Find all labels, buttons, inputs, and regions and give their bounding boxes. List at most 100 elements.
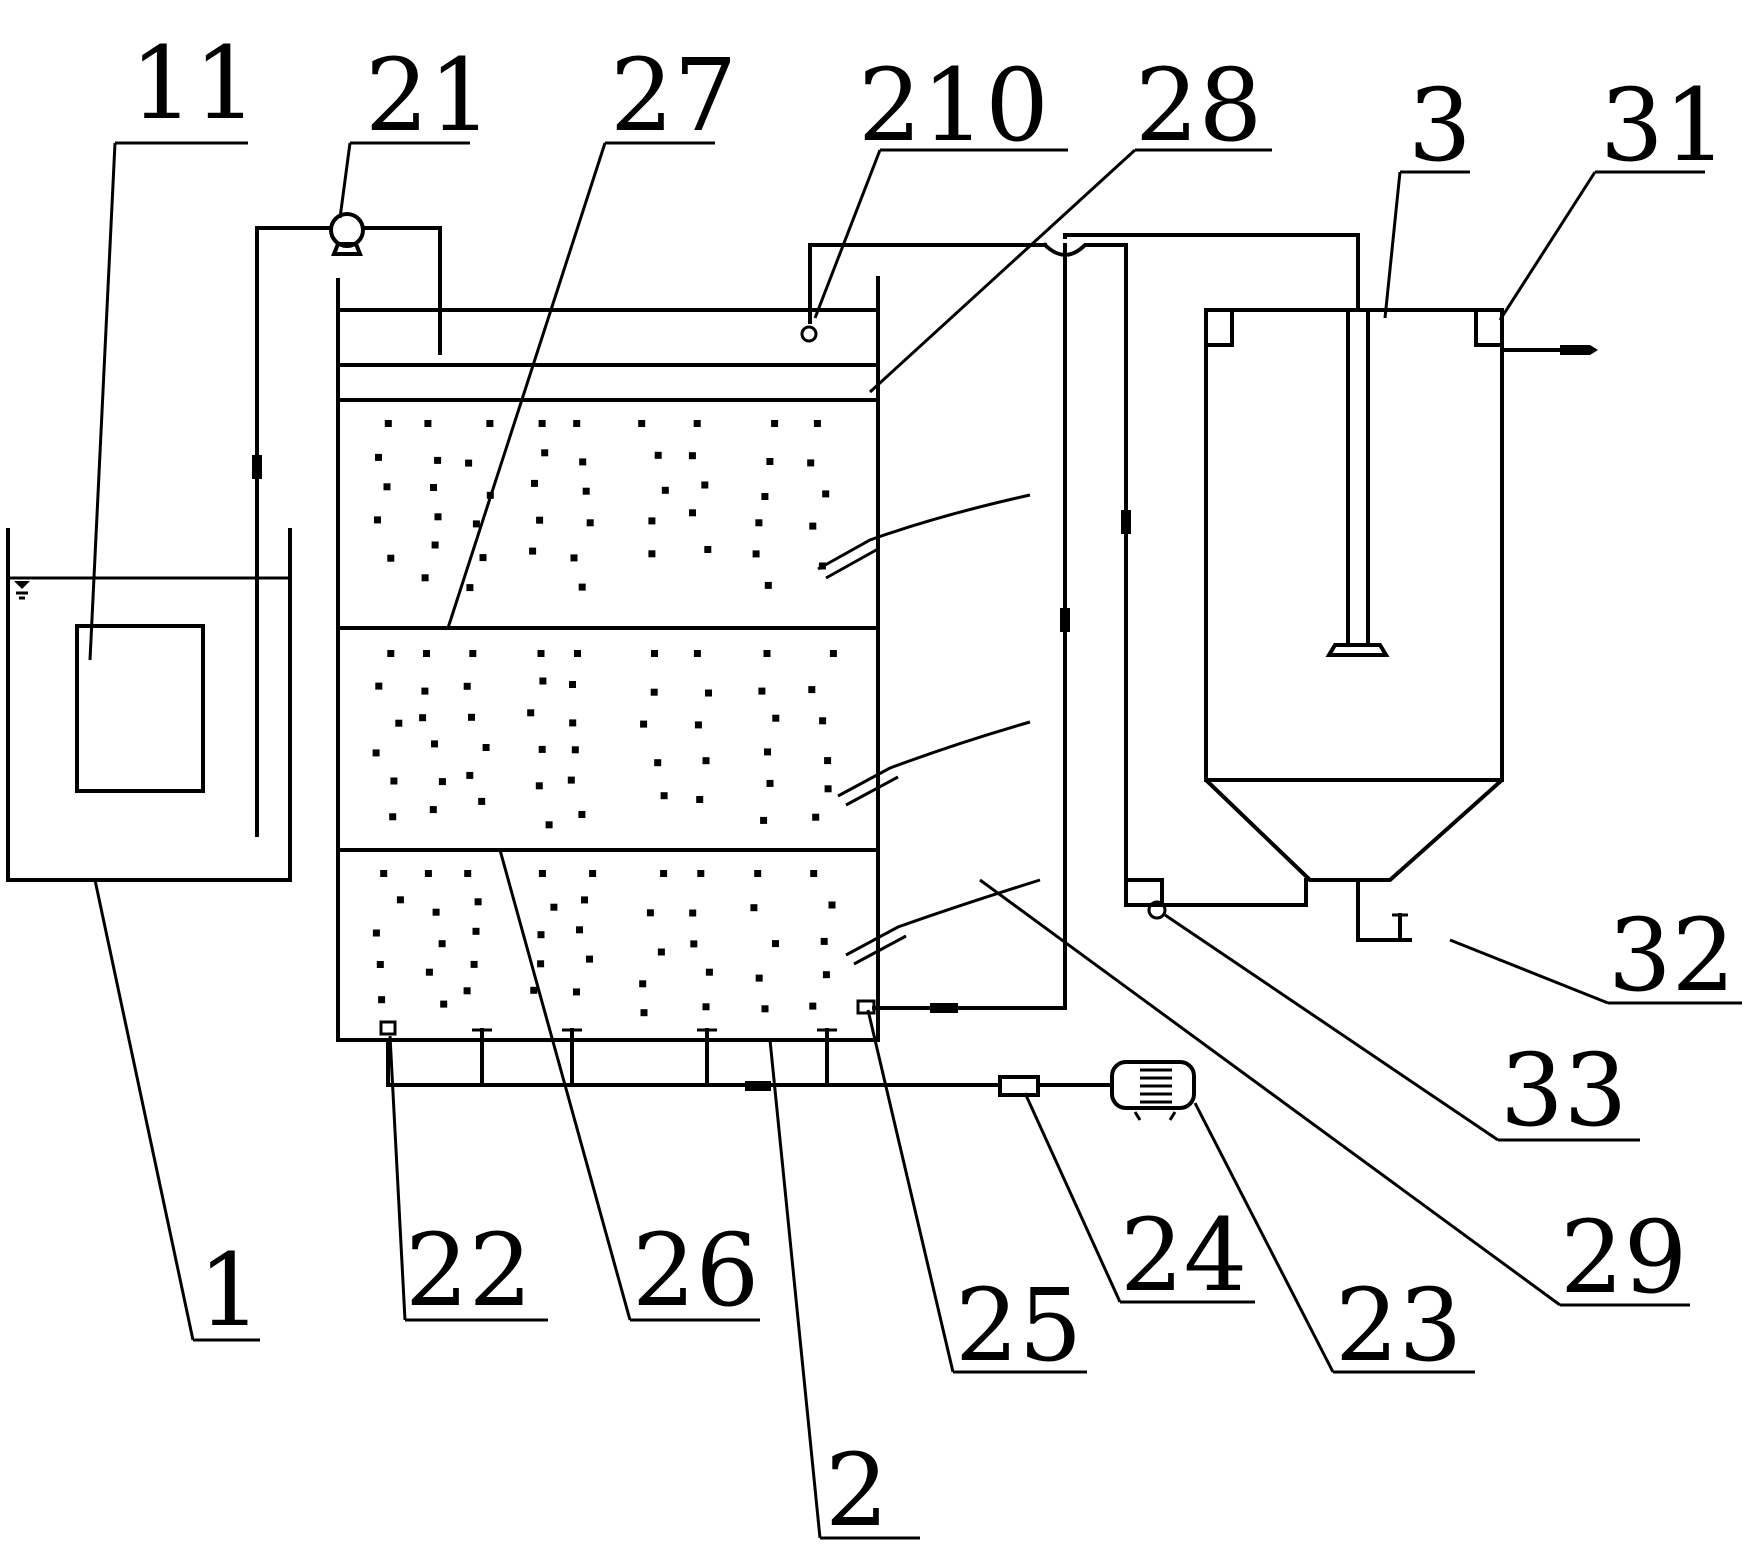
carrier-particle [390, 777, 398, 785]
carrier-particle [372, 749, 380, 757]
carrier-particle [378, 996, 386, 1004]
carrier-particle [530, 986, 538, 994]
carrier-particle [434, 513, 442, 521]
carrier-particle [764, 748, 771, 756]
carrier-particle [760, 816, 768, 824]
carrier-particle [807, 459, 815, 467]
carrier-particle [824, 757, 832, 765]
leader-lines [88, 141, 1742, 1540]
carrier-particle [809, 522, 817, 530]
carrier-particle [478, 797, 486, 805]
carrier-particle [470, 960, 478, 968]
carrier-particle [571, 746, 579, 754]
carrier-particle [763, 650, 771, 657]
carrier-particle [646, 909, 654, 917]
carrier-particle [701, 481, 709, 489]
water-level-icon [14, 581, 30, 600]
carrier-particle [486, 420, 494, 427]
carrier-particle [375, 453, 382, 461]
carrier-particle [657, 948, 665, 956]
carrier-particle [576, 926, 583, 934]
carrier-particle [813, 420, 821, 427]
label-26: 26 [632, 1212, 759, 1329]
carrier-particle [432, 908, 440, 916]
carrier-particle [661, 486, 669, 494]
carrier-particle [771, 420, 779, 427]
carrier-particle [822, 971, 830, 979]
carrier-particle [829, 650, 837, 657]
carrier-particle [537, 650, 545, 657]
carrier-particle [569, 719, 577, 727]
carrier-particle [468, 713, 475, 721]
carrier-particle [537, 960, 545, 968]
carrier-particle [538, 870, 546, 877]
carrier-particle [810, 870, 818, 877]
label-28: 28 [1135, 47, 1262, 164]
carrier-particle [535, 782, 543, 790]
label-29: 29 [1560, 1199, 1687, 1316]
reactor-2 [336, 276, 880, 1042]
carrier-particle [574, 650, 581, 657]
carrier-particle [425, 968, 433, 976]
label-1: 1 [198, 1232, 262, 1349]
carrier-particle [440, 1000, 448, 1008]
label-2: 2 [825, 1432, 889, 1547]
carrier-particle [650, 688, 658, 696]
label-27: 27 [610, 37, 737, 154]
carrier-particle [819, 717, 827, 725]
carrier-particle [466, 771, 474, 779]
carrier-particle [538, 745, 546, 753]
carrier-particle [463, 987, 471, 995]
carrier-particle [639, 980, 647, 988]
carrier-particle [654, 759, 662, 767]
label-23: 23 [1335, 1267, 1462, 1384]
carrier-particle [581, 896, 588, 904]
carrier-particle [573, 420, 581, 427]
carrier-particle [705, 689, 712, 697]
air-blower-23-icon [1110, 1060, 1196, 1121]
carrier-particle [472, 520, 480, 528]
carrier-particle [474, 898, 482, 906]
carrier-particle [640, 1009, 648, 1017]
aeration-pipe [386, 1028, 1112, 1091]
carrier-particle [529, 547, 537, 555]
carrier-particle [463, 682, 471, 690]
carrier-particles [372, 420, 837, 1017]
carrier-particle [755, 974, 763, 982]
carrier-particle [812, 813, 820, 821]
label-32: 32 [1608, 897, 1735, 1014]
carrier-particle [764, 581, 772, 589]
label-22: 22 [405, 1212, 532, 1329]
carrier-particle [438, 778, 446, 786]
carrier-particle [419, 714, 427, 722]
carrier-particle [550, 903, 558, 911]
carrier-particle [579, 458, 587, 466]
carrier-particle [696, 796, 704, 803]
carrier-particle [648, 550, 656, 558]
settling-tank-3 [1204, 308, 1562, 882]
label-24: 24 [1120, 1197, 1247, 1314]
carrier-particle [429, 806, 437, 814]
carrier-particle [380, 870, 388, 877]
carrier-particle [660, 870, 668, 877]
carrier-particle [466, 584, 474, 592]
carrier-particle [438, 940, 446, 948]
carrier-particle [654, 451, 662, 459]
carrier-particle [693, 420, 701, 427]
sensor-210-icon [800, 325, 818, 343]
feed-tank-1 [6, 528, 292, 882]
carrier-particle [704, 546, 712, 553]
label-11: 11 [130, 25, 257, 142]
carrier-particle [754, 870, 762, 877]
carrier-particle [536, 516, 544, 524]
pump-21-icon [329, 212, 365, 256]
outlet-pipe-25 [856, 233, 1360, 1015]
carrier-particle [567, 776, 575, 784]
carrier-particle [573, 988, 580, 996]
carrier-particle [689, 509, 696, 517]
carrier-particle [569, 681, 576, 688]
carrier-particle [638, 420, 646, 427]
carrier-particle [582, 487, 590, 495]
carrier-particle [389, 813, 397, 821]
